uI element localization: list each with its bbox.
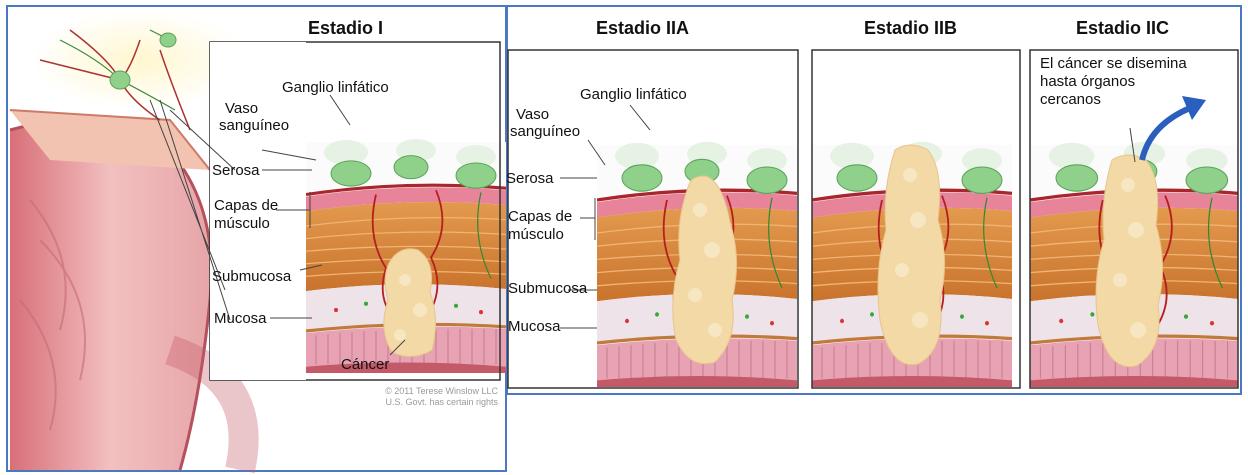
stage-2a-title: Estadio IIA — [596, 18, 689, 39]
submucosa-label: Submucosa — [508, 280, 587, 298]
copyright-line: U.S. Govt. has certain rights — [330, 397, 498, 408]
copyright-line: © 2011 Terese Winslow LLC — [330, 386, 498, 397]
muscle-layers-label: músculo — [214, 215, 270, 233]
mucosa-label: Mucosa — [508, 318, 561, 336]
spread-annotation: El cáncer se disemina — [1040, 55, 1187, 73]
lymph-node-label: Ganglio linfático — [580, 86, 687, 104]
stage-2c-tumor — [1096, 155, 1163, 367]
submucosa-label: Submucosa — [212, 268, 291, 286]
serosa-label: Serosa — [212, 162, 260, 180]
serosa-label: Serosa — [506, 170, 554, 188]
blood-vessel-label: Vaso — [225, 100, 258, 118]
lymph-node-label: Ganglio linfático — [282, 79, 389, 97]
mucosa-label: Mucosa — [214, 310, 267, 328]
cancer-label: Cáncer — [341, 356, 389, 374]
blood-vessel-label: sanguíneo — [219, 117, 289, 135]
muscle-layers-label: Capas de — [214, 197, 278, 215]
blood-vessel-label: sanguíneo — [510, 123, 580, 141]
stage-1-tumor — [384, 249, 436, 357]
stage-2c-title: Estadio IIC — [1076, 18, 1169, 39]
stage-2b-title: Estadio IIB — [864, 18, 957, 39]
stage-1-title: Estadio I — [308, 18, 383, 39]
blood-vessel-label: Vaso — [516, 106, 549, 124]
spread-annotation: cercanos — [1040, 91, 1101, 109]
muscle-layers-label: músculo — [508, 226, 564, 244]
spread-annotation: hasta órganos — [1040, 73, 1135, 91]
stage-2b-tumor — [878, 145, 945, 365]
copyright-notice: © 2011 Terese Winslow LLC U.S. Govt. has… — [330, 386, 498, 408]
muscle-layers-label: Capas de — [508, 208, 572, 226]
